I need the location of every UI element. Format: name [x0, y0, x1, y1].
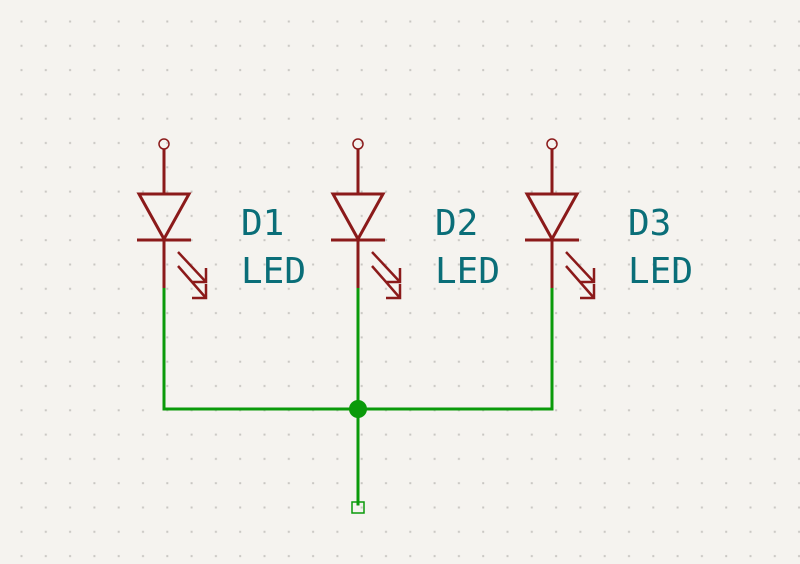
led-symbol-d2[interactable]	[330, 138, 402, 300]
d3-reference-label[interactable]: D3	[628, 203, 671, 244]
d2-reference-label[interactable]: D2	[435, 203, 478, 244]
light-arrows-icon	[565, 251, 596, 300]
d1-value-label[interactable]: LED	[241, 251, 306, 292]
diode-triangle	[330, 192, 386, 243]
diode-triangle	[136, 192, 192, 243]
d3-value-label[interactable]: LED	[628, 251, 693, 292]
led-symbol-d3[interactable]	[524, 138, 596, 300]
junction-dot[interactable]	[349, 400, 367, 418]
diode-triangle	[524, 192, 580, 243]
light-arrows-icon	[177, 251, 208, 300]
open-pin-marker[interactable]	[351, 501, 365, 514]
component-labels: D1 LED D2 LED D3 LED	[241, 203, 693, 292]
d2-value-label[interactable]: LED	[435, 251, 500, 292]
led-symbol-d1[interactable]	[136, 138, 208, 300]
d1-reference-label[interactable]: D1	[241, 203, 284, 244]
light-arrows-icon	[371, 251, 402, 300]
